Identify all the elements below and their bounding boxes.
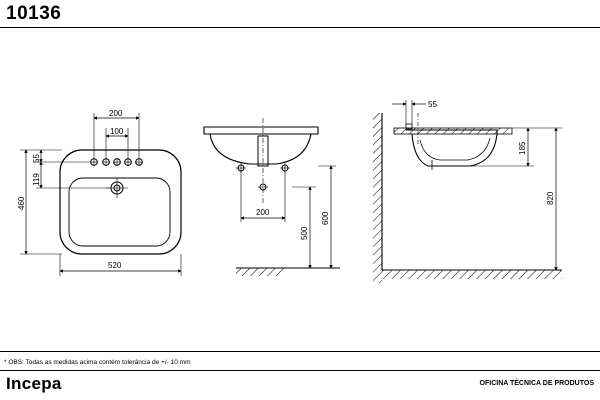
dim-top-hole-to-drain: 119 — [32, 173, 41, 186]
dim-front-hole-span: 200 — [256, 208, 270, 217]
brand-logo: Incepa — [6, 374, 62, 393]
side-countertop — [393, 127, 513, 135]
side-floor-hatch — [382, 270, 562, 279]
side-view: 55 185 820 — [373, 100, 562, 283]
dim-top-depth: 460 — [17, 196, 26, 210]
department-label: OFICINA TÉCNICA DE PRODUTOS — [479, 380, 594, 387]
top-view-outer-rim — [59, 149, 182, 255]
dim-top-rear-offset: 55 — [32, 154, 41, 163]
front-bowl — [209, 133, 312, 165]
footer-divider-bottom — [0, 370, 600, 371]
dim-front-drain-height: 500 — [300, 226, 309, 240]
dim-front-rim-height: 600 — [321, 211, 330, 225]
dim-side-rim-height: 820 — [546, 191, 555, 205]
side-bowl — [406, 129, 498, 167]
front-rim — [203, 126, 319, 135]
footer-divider — [0, 351, 600, 352]
product-code: 10136 — [6, 3, 62, 24]
top-view: 200 100 460 55 119 520 — [17, 109, 182, 276]
dim-side-rim-width: 55 — [428, 100, 437, 109]
side-wall-hatch — [373, 113, 382, 283]
faucet-holes — [90, 158, 143, 166]
dim-top-hole-span: 100 — [110, 127, 124, 136]
tolerance-note: * OBS: Todas as medidas acima contém tol… — [4, 359, 191, 366]
front-view: 200 500 600 — [203, 118, 340, 276]
dim-top-width: 520 — [108, 261, 122, 270]
header-divider — [0, 27, 600, 28]
dim-side-bowl-depth: 185 — [518, 141, 527, 155]
front-floor-hatch — [236, 268, 284, 276]
dim-top-faucet-span: 200 — [109, 109, 123, 118]
top-view-bowl — [68, 177, 171, 247]
front-mounting-bolts — [236, 163, 290, 191]
